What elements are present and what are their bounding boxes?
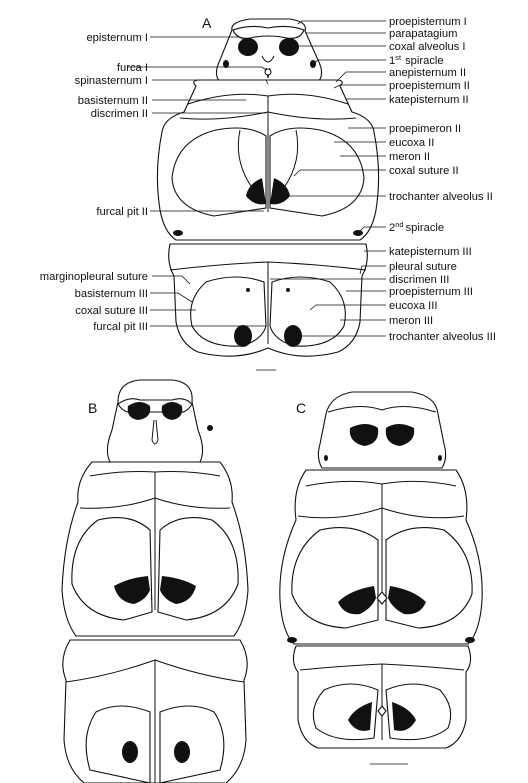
label-coxal-suture-iii: coxal suture III	[75, 305, 148, 317]
label-coxal-suture-ii: coxal suture II	[389, 165, 459, 177]
label-basisternum-iii: basisternum III	[75, 288, 148, 300]
eucoxa-iii-left-a	[191, 277, 266, 346]
spiracle-1-right-a	[310, 60, 316, 68]
spiracle-2-left-a	[173, 230, 183, 236]
spiracle-2-right-c	[465, 637, 475, 643]
leader-proepisternum-ii	[334, 85, 386, 88]
collar-a	[233, 26, 304, 38]
spiracle-2-word: spiracle	[406, 222, 445, 234]
label-meron-ii: meron II	[389, 151, 430, 163]
furcal-pit-iii-dot-right	[286, 288, 290, 292]
spiracle-1-right-c	[438, 455, 442, 461]
prothorax-c	[318, 392, 445, 468]
label-anepisternum-ii: anepisternum II	[389, 67, 466, 79]
spiracle-2-ordinal: nd	[395, 220, 403, 229]
label-basisternum-ii: basisternum II	[78, 95, 148, 107]
trochanter-alveolus-iii-left-a	[234, 325, 252, 347]
panel-a-drawing	[157, 19, 378, 370]
label-coxal-alveolus-i: coxal alveolus I	[389, 41, 466, 53]
spiracle-1-right-b	[207, 425, 213, 431]
leader-anepisternum-ii	[336, 72, 386, 82]
label-spinasternum-i: spinasternum I	[75, 75, 148, 87]
spiracle-2-left-c	[287, 637, 297, 643]
label-furca-i: furca I	[117, 62, 148, 74]
label-furcal-pit-iii: furcal pit III	[93, 321, 148, 333]
label-parapatagium: parapatagium	[389, 28, 457, 40]
leader-spiracle-1	[314, 60, 386, 63]
label-proepisternum-i: proepisternum I	[389, 16, 467, 28]
coxal-alveolus-left-a	[238, 38, 258, 56]
label-eucoxa-iii: eucoxa III	[389, 300, 438, 312]
label-meron-iii: meron III	[389, 315, 433, 327]
label-discrimen-ii: discrimen II	[91, 108, 148, 120]
panel-label-b: B	[88, 400, 97, 416]
eucoxa-iii-left-b	[86, 706, 150, 783]
spiracle-1-ordinal: st	[395, 53, 402, 62]
eucoxa-iii-right-b	[160, 706, 224, 783]
coxal-alveolus-right-a	[279, 38, 299, 56]
leader-proepisternum-i	[298, 21, 386, 24]
panel-c-drawing	[280, 392, 482, 764]
label-episternum-i: episternum I	[86, 32, 148, 44]
label-katepisternum-iii: katepisternum III	[389, 246, 472, 258]
labels-left: episternum I furca I spinasternum I basi…	[40, 32, 148, 333]
label-furcal-pit-ii: furcal pit II	[96, 206, 148, 218]
label-pleural-suture: pleural suture	[389, 261, 457, 273]
spiracle-1-word: spiracle	[405, 55, 444, 67]
spiracle-2-right-a	[353, 230, 363, 236]
label-marginopleural-suture: marginopleural suture	[40, 271, 148, 283]
furcal-pit-iii-dot-left	[246, 288, 250, 292]
label-discrimen-iii: discrimen III	[389, 274, 449, 286]
panel-label-c: C	[296, 400, 306, 416]
trochanter-alveolus-iii-left-b	[122, 741, 138, 763]
label-katepisternum-ii: katepisternum II	[389, 94, 469, 106]
label-trochanter-alveolus-iii: trochanter alveolus III	[389, 331, 496, 343]
label-proepimeron-ii: proepimeron II	[389, 123, 461, 135]
label-eucoxa-ii: eucoxa II	[389, 137, 434, 149]
panel-b-drawing	[62, 380, 248, 783]
label-trochanter-alveolus-ii: trochanter alveolus II	[389, 191, 493, 203]
panel-label-a: A	[202, 15, 212, 31]
label-proepisternum-ii: proepisternum II	[389, 80, 470, 92]
labels-right: proepisternum I parapatagium coxal alveo…	[389, 16, 496, 343]
trochanter-alveolus-iii-right-b	[174, 741, 190, 763]
label-proepisternum-iii: proepisternum III	[389, 286, 473, 298]
spiracle-1-left-c	[324, 455, 328, 461]
prothorax-b	[107, 380, 202, 462]
